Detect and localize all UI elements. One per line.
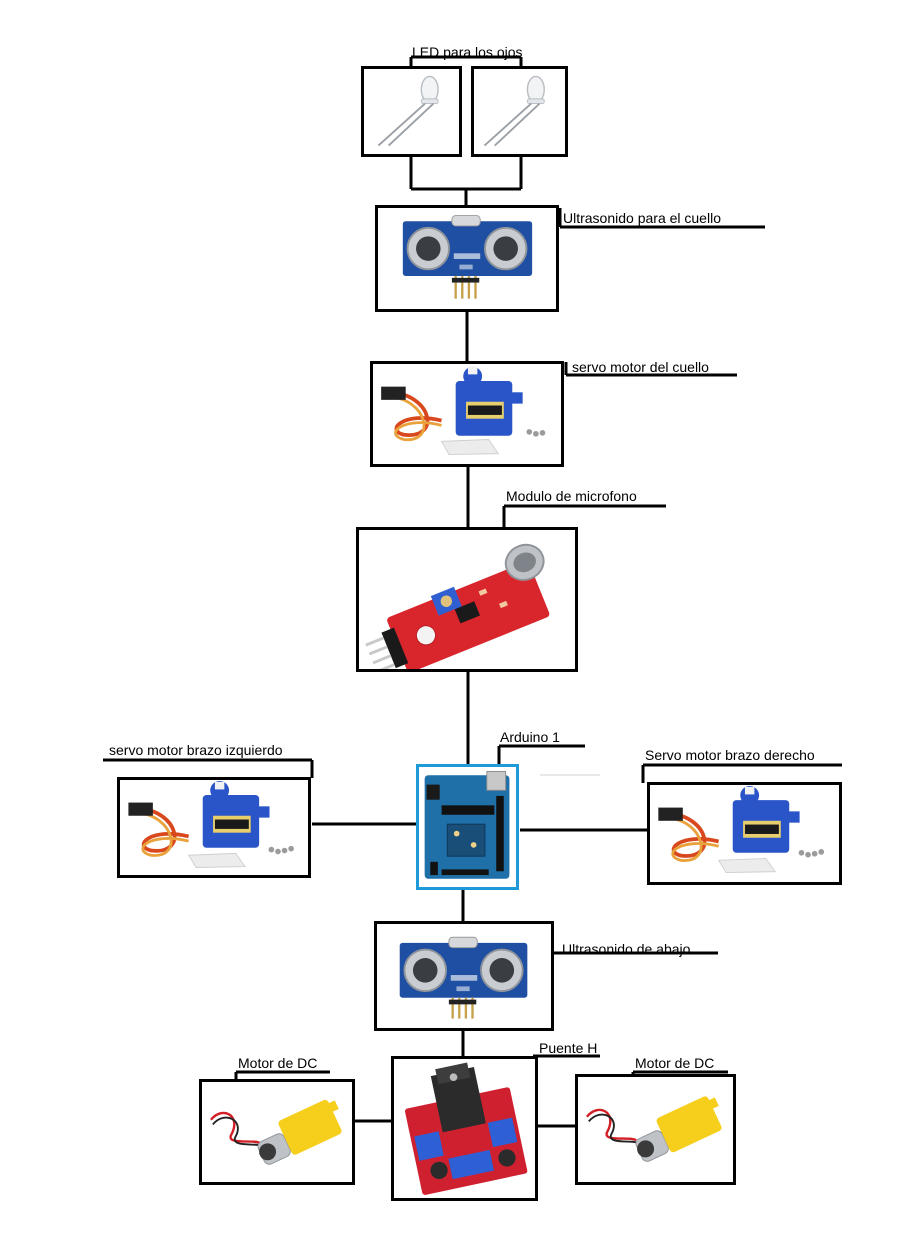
servo-neck-box	[370, 361, 564, 467]
ultrasonic-sensor-icon	[402, 215, 533, 299]
label-ultrasonic-neck: Ultrasonido para el cuello	[563, 210, 721, 226]
led-right-box	[471, 66, 568, 157]
label-dc-motor-right: Motor de DC	[635, 1055, 715, 1071]
servo-right-arm-box	[647, 782, 842, 885]
microphone-module-icon	[365, 543, 550, 669]
dc-motor-icon	[210, 1099, 342, 1165]
servo-motor-icon	[658, 785, 825, 874]
servo-motor-icon	[381, 366, 546, 456]
label-microphone-module: Modulo de microfono	[506, 488, 637, 504]
servo-motor-icon	[128, 780, 294, 868]
label-dc-motor-left: Motor de DC	[238, 1055, 318, 1071]
arduino-board-icon	[424, 770, 510, 879]
label-arduino: Arduino 1	[500, 729, 560, 745]
label-servo-left-arm: servo motor brazo izquierdo	[109, 742, 283, 758]
label-ultrasonic-bottom: Ultrasonido de abajo	[562, 941, 691, 957]
h-bridge-box	[391, 1056, 538, 1201]
servo-left-arm-box	[117, 777, 311, 878]
led-icon	[377, 75, 439, 147]
label-servo-right-arm: Servo motor brazo derecho	[645, 747, 815, 763]
dc-motor-left-box	[199, 1079, 355, 1185]
ultrasonic-bottom-box	[374, 921, 554, 1031]
arduino-box	[416, 764, 519, 890]
dc-motor-icon	[585, 1096, 722, 1162]
ultrasonic-sensor-icon	[399, 936, 528, 1019]
microphone-module-box	[356, 527, 578, 672]
label-servo-neck: servo motor del cuello	[572, 359, 709, 375]
led-icon	[483, 75, 545, 147]
dc-motor-right-box	[575, 1074, 736, 1185]
h-bridge-icon	[405, 1062, 528, 1195]
label-h-bridge: Puente H	[539, 1040, 598, 1056]
led-left-box	[361, 66, 462, 157]
label-led-eyes: LED para los ojos	[412, 44, 523, 60]
ultrasonic-neck-box	[375, 205, 559, 312]
